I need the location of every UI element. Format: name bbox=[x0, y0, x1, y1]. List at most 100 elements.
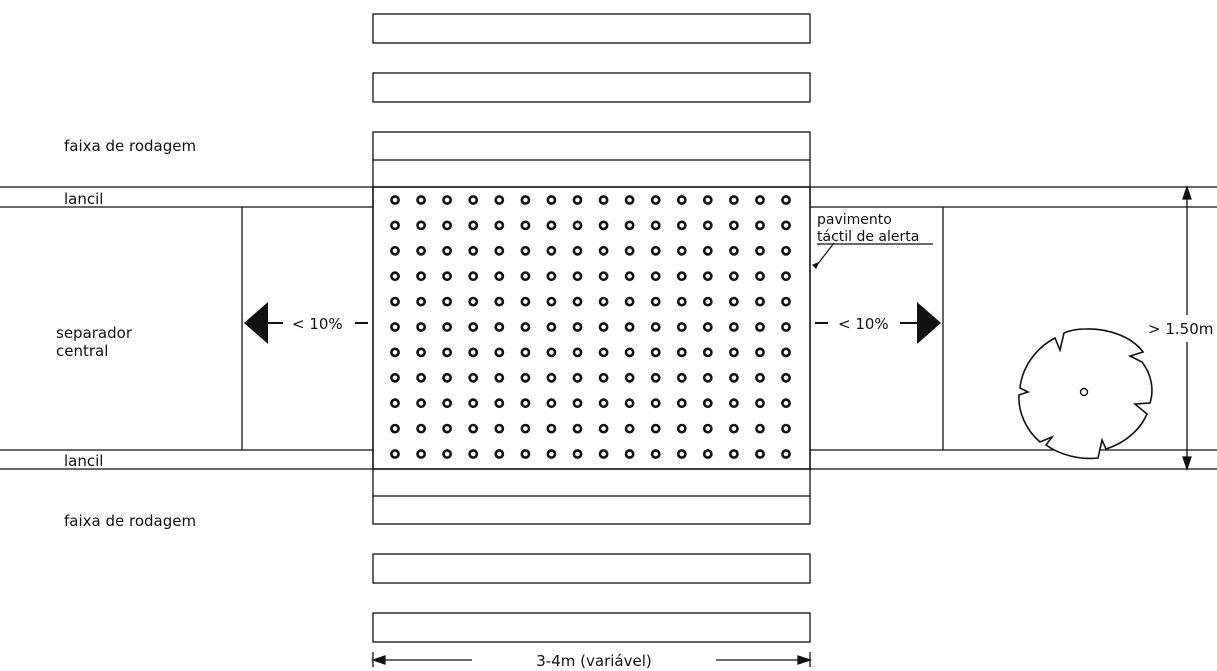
tactile-dot bbox=[650, 245, 661, 256]
zebra-stripe-bottom-3 bbox=[372, 612, 811, 643]
tactile-dot bbox=[442, 220, 452, 231]
tactile-dot bbox=[755, 322, 765, 332]
tactile-dot bbox=[702, 322, 713, 332]
median-label-line1: separador bbox=[56, 324, 133, 342]
zebra-stripe-bottom-1 bbox=[372, 495, 811, 525]
tactile-dot bbox=[468, 322, 479, 332]
tactile-dot bbox=[598, 245, 609, 256]
tactile-dot bbox=[572, 372, 583, 383]
tactile-dot bbox=[755, 372, 765, 383]
tactile-dot bbox=[442, 322, 452, 332]
width-dimension-label: > 1.50m bbox=[1148, 320, 1213, 338]
tactile-dot bbox=[572, 423, 583, 434]
tactile-dot-grid bbox=[390, 195, 791, 459]
tactile-dot bbox=[676, 347, 687, 358]
tactile-dot bbox=[494, 423, 505, 434]
width-dimension bbox=[1182, 184, 1192, 472]
zebra-stripe-bottom-2 bbox=[372, 553, 811, 584]
tactile-dot bbox=[729, 296, 739, 307]
tactile-dot bbox=[442, 347, 452, 358]
tactile-dot bbox=[755, 271, 765, 282]
tactile-dot bbox=[702, 271, 713, 282]
tactile-dot bbox=[494, 245, 505, 256]
tactile-dot bbox=[650, 271, 661, 282]
tactile-dot bbox=[598, 423, 609, 434]
tactile-paving-area bbox=[372, 186, 811, 470]
tactile-dot bbox=[546, 398, 557, 409]
tactile-dot bbox=[702, 245, 713, 256]
tactile-dot bbox=[624, 195, 635, 205]
tactile-dot bbox=[572, 449, 583, 459]
tactile-dot bbox=[442, 195, 452, 205]
tactile-dot bbox=[416, 271, 426, 282]
tactile-dot bbox=[442, 271, 452, 282]
tactile-dot bbox=[468, 372, 479, 383]
tactile-dot bbox=[598, 398, 609, 409]
tactile-dot bbox=[390, 423, 400, 434]
tactile-dot bbox=[442, 423, 452, 434]
tactile-dot bbox=[650, 195, 661, 205]
tactile-dot bbox=[546, 195, 557, 205]
tactile-dot bbox=[781, 245, 791, 256]
tactile-dot bbox=[755, 423, 765, 434]
tactile-dot bbox=[390, 220, 400, 231]
tactile-dot bbox=[442, 398, 452, 409]
tactile-dot bbox=[390, 245, 400, 256]
tactile-dot bbox=[546, 245, 557, 256]
tactile-dot bbox=[624, 398, 635, 409]
tactile-dot bbox=[650, 347, 661, 358]
tactile-dot bbox=[390, 449, 400, 459]
tactile-dot bbox=[676, 271, 687, 282]
tactile-dot bbox=[702, 296, 713, 307]
slope-label-left: < 10% bbox=[292, 315, 343, 333]
tactile-dot bbox=[729, 245, 739, 256]
tactile-dot bbox=[468, 423, 479, 434]
tactile-dot bbox=[572, 195, 583, 205]
tactile-dot bbox=[676, 423, 687, 434]
tactile-dot bbox=[624, 347, 635, 358]
crossing-width-dimension bbox=[370, 652, 813, 667]
tactile-dot bbox=[729, 271, 739, 282]
tactile-dot bbox=[416, 398, 426, 409]
zebra-stripe-top-1 bbox=[372, 13, 811, 44]
tactile-dot bbox=[390, 347, 400, 358]
tactile-dot bbox=[572, 398, 583, 409]
tactile-dot bbox=[755, 245, 765, 256]
tactile-dot bbox=[598, 322, 609, 332]
tactile-dot bbox=[546, 271, 557, 282]
tactile-dot bbox=[468, 296, 479, 307]
tactile-dot bbox=[755, 220, 765, 231]
tactile-dot bbox=[676, 449, 687, 459]
tactile-dot bbox=[676, 296, 687, 307]
curb-label-bottom: lancil bbox=[64, 452, 103, 470]
tactile-dot bbox=[572, 245, 583, 256]
tactile-dot bbox=[781, 220, 791, 231]
tactile-dot bbox=[442, 296, 452, 307]
tactile-dot bbox=[572, 296, 583, 307]
tactile-label-line1: pavimento bbox=[817, 212, 892, 228]
tactile-dot bbox=[520, 398, 531, 409]
tactile-dot bbox=[572, 347, 583, 358]
tactile-dot bbox=[572, 271, 583, 282]
tactile-dot bbox=[546, 296, 557, 307]
crossing-width-label: 3-4m (variável) bbox=[536, 652, 651, 670]
tactile-dot bbox=[520, 271, 531, 282]
tactile-dot bbox=[624, 296, 635, 307]
tactile-dot bbox=[598, 296, 609, 307]
tactile-dot bbox=[494, 449, 505, 459]
tactile-dot bbox=[468, 398, 479, 409]
tactile-dot bbox=[494, 296, 505, 307]
tactile-dot bbox=[729, 372, 739, 383]
tactile-dot bbox=[598, 195, 609, 205]
tactile-dot bbox=[494, 347, 505, 358]
tactile-dot bbox=[598, 372, 609, 383]
tactile-dot bbox=[624, 271, 635, 282]
tactile-dot bbox=[598, 347, 609, 358]
lane-label-top: faixa de rodagem bbox=[64, 137, 196, 155]
tactile-dot bbox=[416, 195, 426, 205]
tactile-dot bbox=[598, 220, 609, 231]
tactile-dot bbox=[650, 372, 661, 383]
tactile-dot bbox=[494, 372, 505, 383]
tactile-dot bbox=[442, 245, 452, 256]
tactile-dot bbox=[729, 220, 739, 231]
